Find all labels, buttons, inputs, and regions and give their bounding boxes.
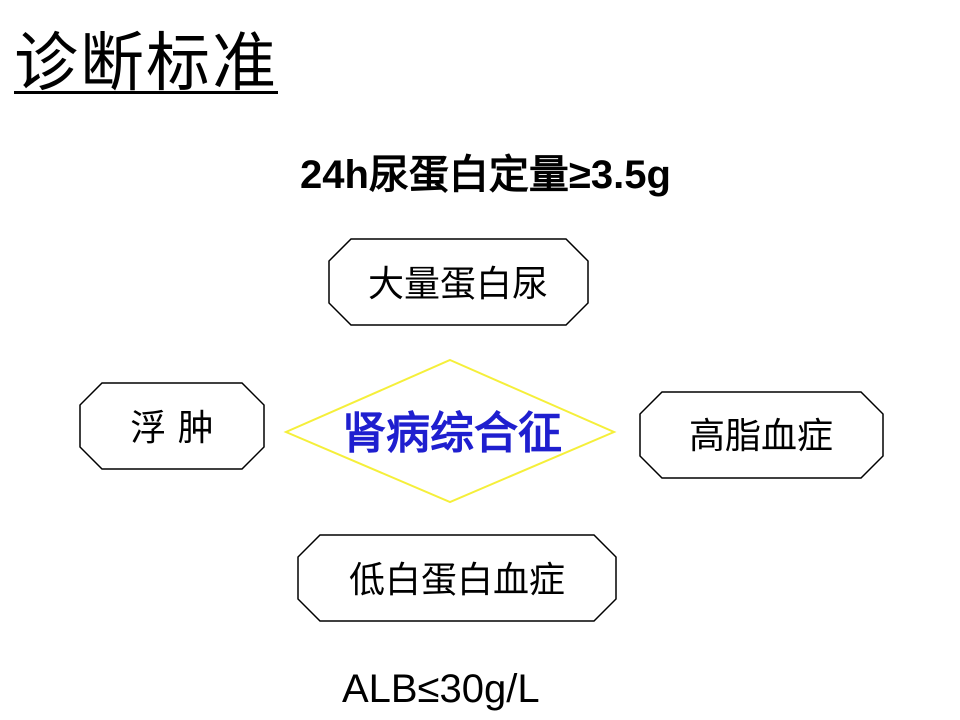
top-box-label: 大量蛋白尿 — [368, 264, 548, 305]
right-box — [639, 391, 884, 479]
left-box-label: 浮 肿 — [130, 408, 213, 449]
proteinuria-criterion: 24h尿蛋白定量≥3.5g — [300, 153, 671, 197]
center-diamond — [283, 358, 617, 504]
albumin-criterion: ALB≤30g/L — [342, 667, 540, 711]
center-label: 肾病综合征 — [342, 408, 562, 459]
bottom-box-label: 低白蛋白血症 — [349, 560, 565, 601]
right-box-label: 高脂血症 — [689, 416, 833, 457]
left-box — [79, 382, 265, 470]
top-box — [328, 238, 589, 326]
bottom-box — [297, 534, 617, 622]
slide-title: 诊断标准 — [14, 27, 278, 101]
